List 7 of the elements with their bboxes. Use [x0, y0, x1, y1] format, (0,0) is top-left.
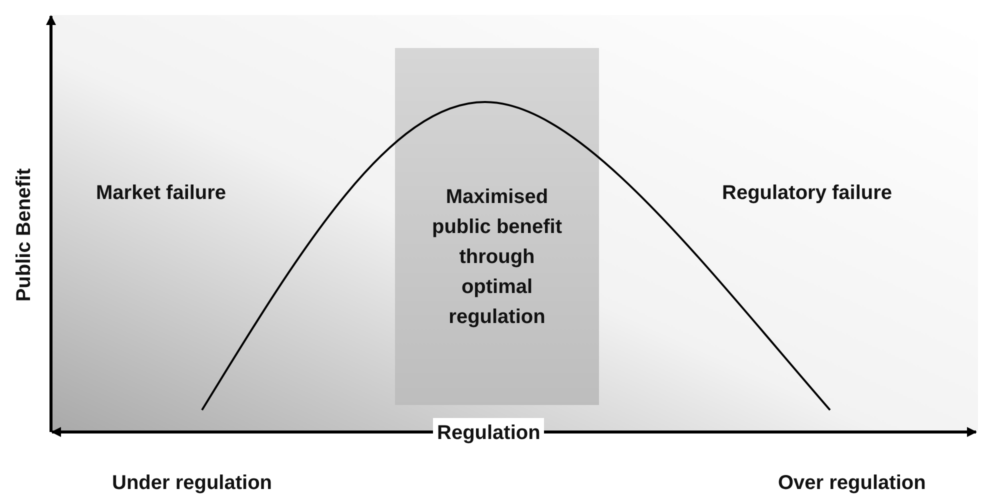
axis-title: Public Benefit: [12, 168, 36, 302]
highlight-band: [395, 48, 599, 405]
axis-end-label: Over regulation: [778, 471, 926, 496]
region-label: Regulatory failure: [722, 181, 892, 206]
band-text: Maximised public benefit through optimal regulation: [431, 185, 563, 330]
region-label: Market failure: [96, 181, 226, 206]
axis-end-label: Under regulation: [112, 471, 272, 496]
